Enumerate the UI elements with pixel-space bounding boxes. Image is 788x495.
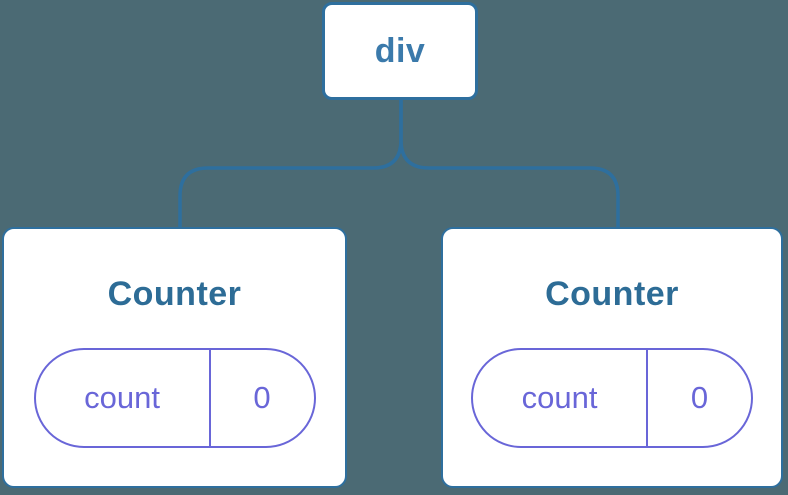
- counter-card-right: Counter count 0: [441, 227, 783, 488]
- component-title-left: Counter: [107, 275, 242, 313]
- state-pill-right: count 0: [471, 348, 753, 448]
- component-title-right: Counter: [545, 275, 679, 313]
- root-node-label: div: [374, 31, 426, 70]
- connector-right-branch: [399, 100, 620, 228]
- state-value-right: 0: [690, 380, 709, 415]
- state-key-left: count: [36, 350, 211, 446]
- connector-left-branch: [178, 100, 403, 228]
- counter-card-left: Counter count 0: [2, 227, 347, 488]
- state-value-left: 0: [253, 380, 271, 415]
- state-pill-left: count 0: [33, 348, 316, 448]
- state-key-right: count: [473, 350, 649, 446]
- root-node-div: div: [322, 2, 478, 100]
